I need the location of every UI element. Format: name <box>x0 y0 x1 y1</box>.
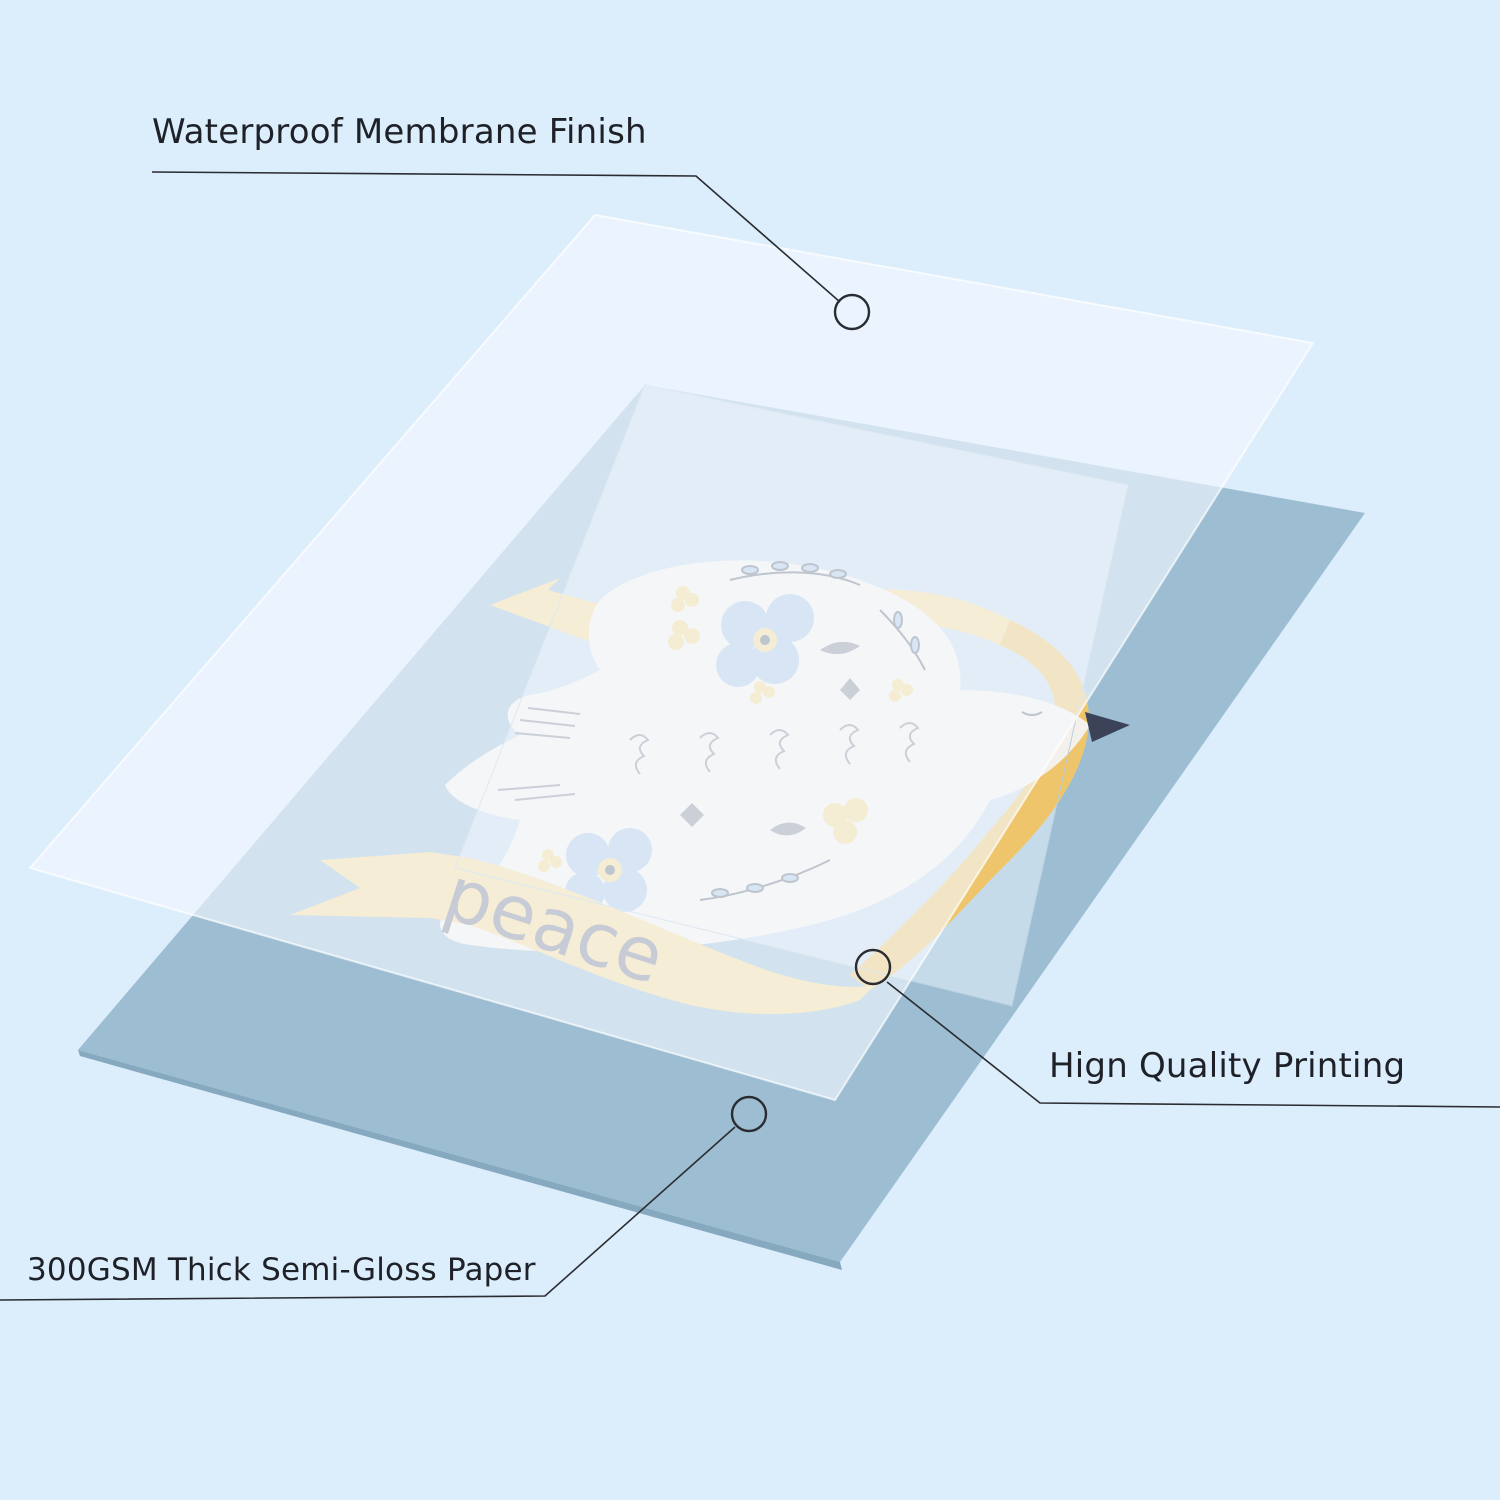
ribbon-side-shade <box>850 620 1089 990</box>
membrane-leader-line <box>151 171 841 303</box>
paper-leader-line <box>0 1126 736 1301</box>
paper-marker <box>730 1095 768 1133</box>
callout-membrane-label: Waterproof Membrane Finish <box>152 112 647 152</box>
callout-paper-label: 300GSM Thick Semi-Gloss Paper <box>27 1252 536 1288</box>
printing-leader-line <box>886 981 1500 1108</box>
dove-beak <box>1085 712 1130 742</box>
membrane-film <box>28 213 1315 1102</box>
paper-sheet-edge-shadow <box>78 1050 842 1270</box>
membrane-marker <box>833 293 871 331</box>
callout-printing-label: Hign Quality Printing <box>1049 1046 1406 1086</box>
printing-marker <box>854 948 892 986</box>
callout-lines <box>0 171 1500 1301</box>
